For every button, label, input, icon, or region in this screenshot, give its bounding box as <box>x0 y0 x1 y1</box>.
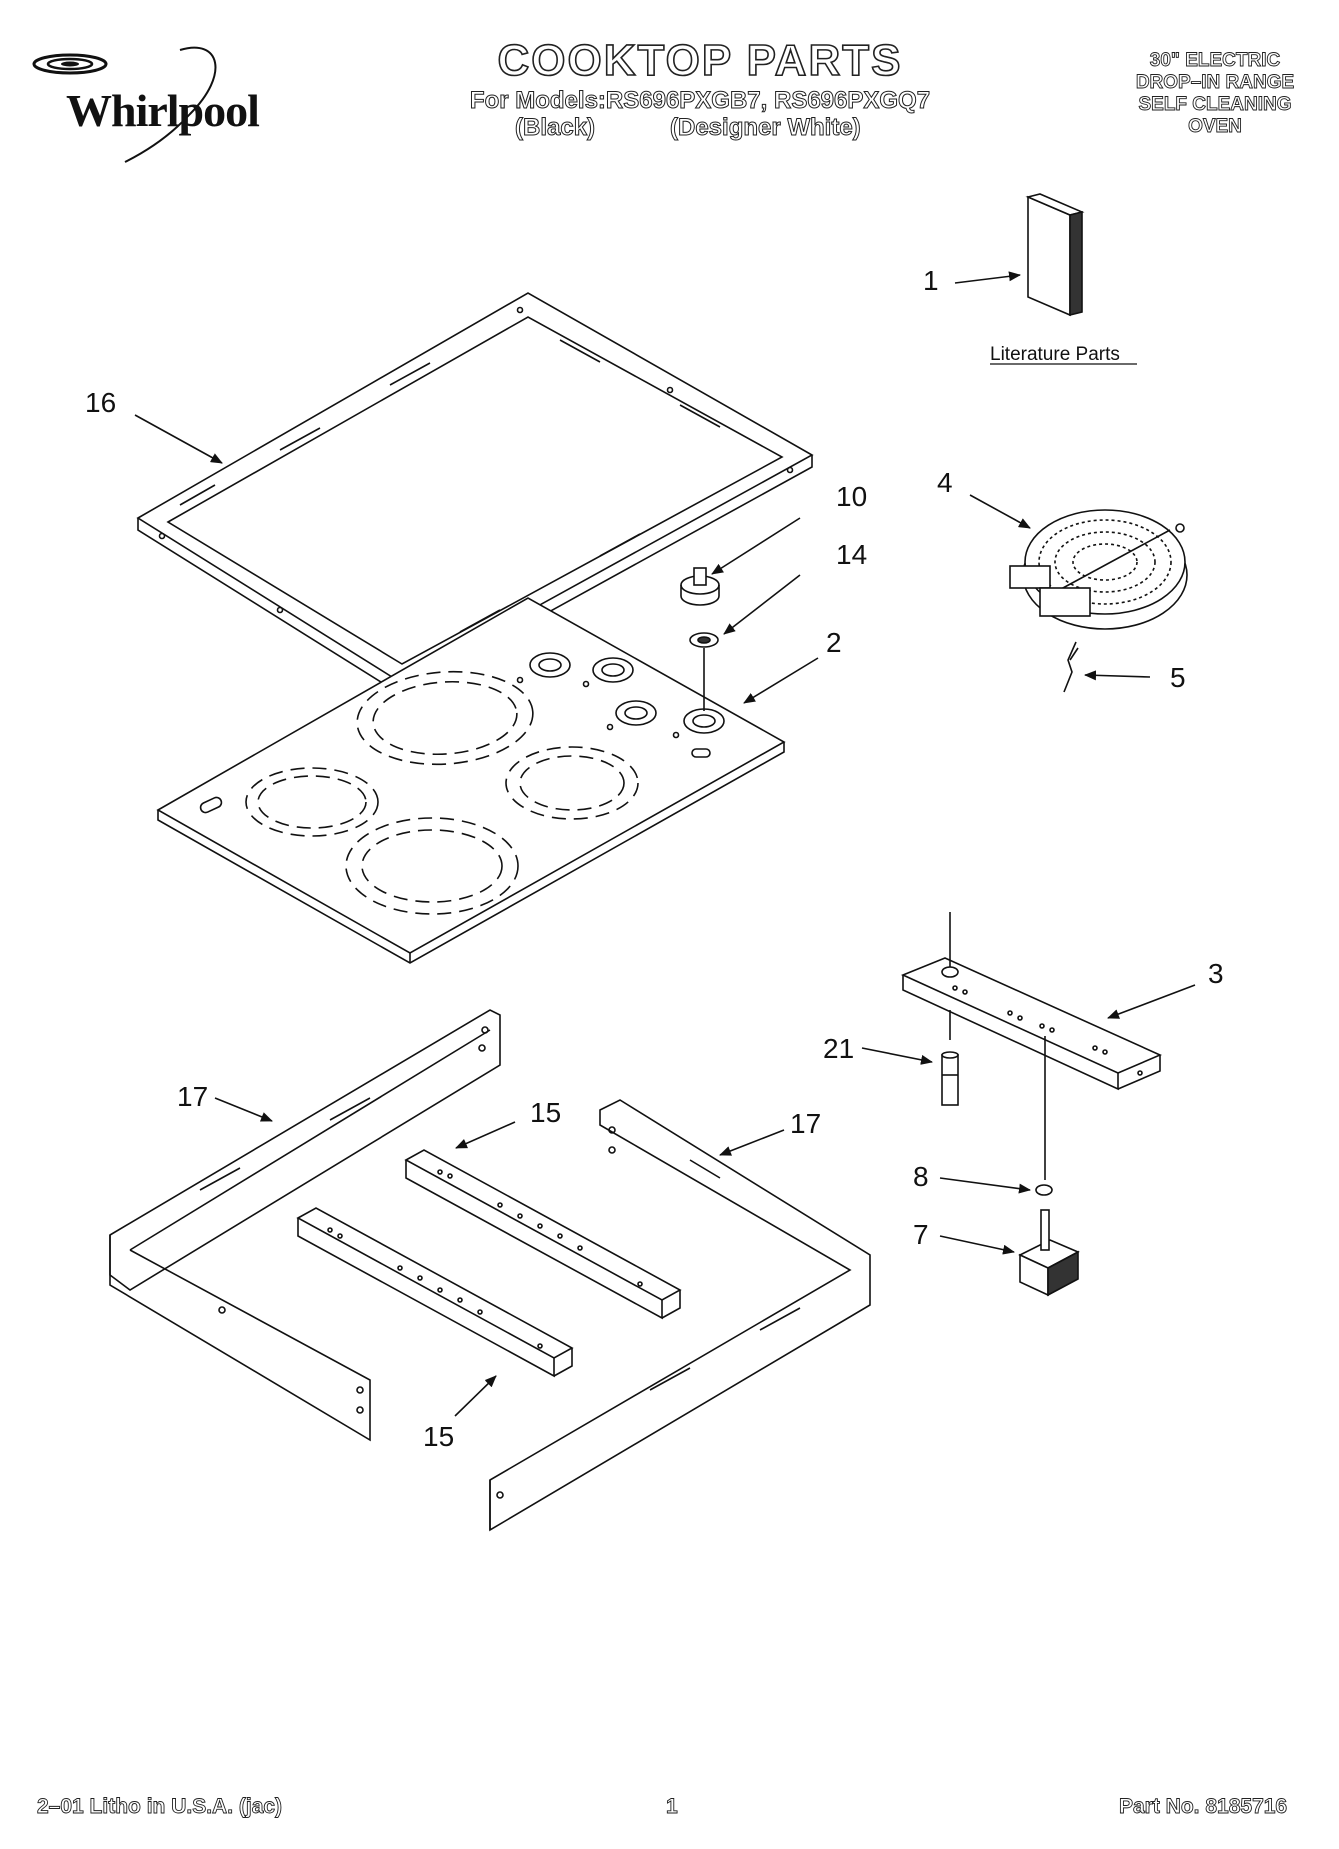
product-line-3: SELF CLEANING <box>1138 94 1292 116</box>
cross-brace-lower <box>296 1207 574 1378</box>
infinite-switch <box>1018 1209 1080 1297</box>
callout-8: 8 <box>913 1161 929 1192</box>
header-block: COOKTOP PARTS For Models:RS696PXGB7, RS6… <box>390 36 1010 142</box>
product-line-4: OVEN <box>1188 116 1243 138</box>
literature-booklet <box>1025 193 1085 317</box>
color-white: (Designer White) <box>670 114 862 142</box>
product-line-2: DROP–IN RANGE <box>1135 72 1295 94</box>
color-black: (Black) <box>514 114 596 142</box>
footer-part-number: Part No. 8185716 <box>1119 1795 1288 1819</box>
callout-10: 10 <box>836 481 867 512</box>
callout-15-upper: 15 <box>530 1097 561 1128</box>
cross-brace-upper <box>404 1149 682 1320</box>
callout-5: 5 <box>1170 662 1186 693</box>
literature-parts-label: Literature Parts <box>990 344 1120 365</box>
footer-page-number: 1 <box>666 1795 679 1819</box>
models-line: For Models:RS696PXGB7, RS696PXGQ7 <box>469 87 931 114</box>
callout-3: 3 <box>1208 958 1224 989</box>
callout-21: 21 <box>823 1033 854 1064</box>
callout-1: 1 <box>923 265 939 296</box>
terminal-connector <box>1063 641 1079 693</box>
callout-17-right: 17 <box>790 1108 821 1139</box>
callout-17-left: 17 <box>177 1081 208 1112</box>
footer-litho: 2–01 Litho in U.S.A. (jac) <box>37 1795 283 1819</box>
side-rail-left <box>109 1009 501 1442</box>
glass-cooktop <box>156 597 786 964</box>
brand-name: Whirlpool <box>66 85 260 136</box>
callout-16: 16 <box>85 387 116 418</box>
callout-7: 7 <box>913 1219 929 1250</box>
washer <box>1035 1184 1053 1196</box>
page-title: COOKTOP PARTS <box>497 36 903 85</box>
callout-2: 2 <box>826 627 842 658</box>
model-colors: (Black) (Designer White) <box>390 114 1010 142</box>
radiant-surface-element <box>1009 509 1188 630</box>
callout-14: 14 <box>836 539 867 570</box>
control-knob-part <box>680 567 720 606</box>
leader-arrows <box>134 271 1196 1417</box>
knob-grommet <box>689 632 719 648</box>
callout-15-lower: 15 <box>423 1421 454 1452</box>
whirlpool-swirl-icon <box>32 46 217 163</box>
product-description: 30" ELECTRIC DROP–IN RANGE SELF CLEANING… <box>1100 50 1330 138</box>
side-rail-right <box>489 1099 871 1532</box>
callout-4: 4 <box>937 467 953 498</box>
control-bracket <box>900 957 1162 1091</box>
product-line-1: 30" ELECTRIC <box>1149 50 1281 72</box>
whirlpool-logo: Whirlpool <box>30 44 300 166</box>
locator-pin <box>941 1051 959 1106</box>
